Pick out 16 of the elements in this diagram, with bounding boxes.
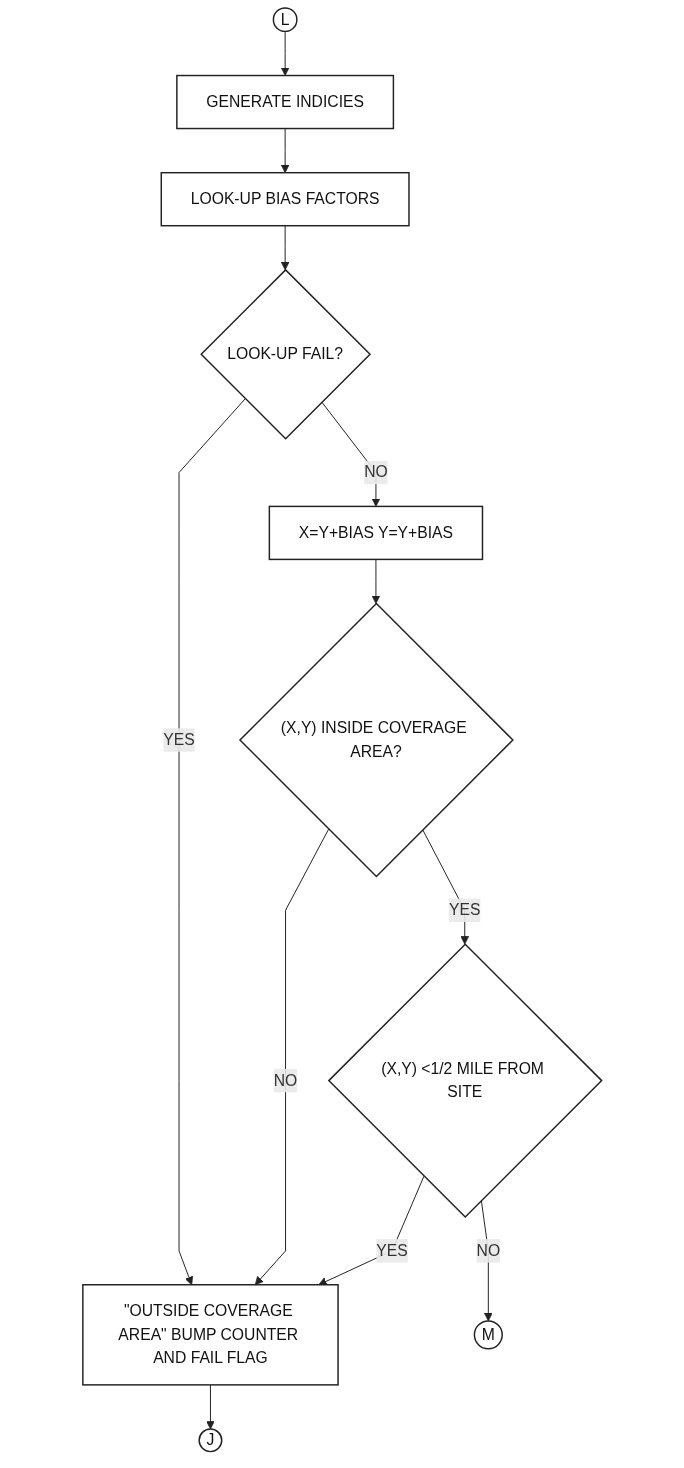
edge-label: NO bbox=[363, 463, 388, 481]
node-diamond: (X,Y) <1/2 MILE FROM SITE bbox=[327, 943, 603, 1219]
node-box: X=Y+BIAS Y=Y+BIAS bbox=[268, 505, 483, 561]
node-circle: M bbox=[473, 1320, 503, 1350]
node-diamond: LOOK-UP FAIL? bbox=[199, 268, 371, 440]
node-circle: L bbox=[272, 7, 298, 33]
node-box: LOOK-UP BIAS FACTORS bbox=[160, 171, 410, 227]
edge-label: NO bbox=[273, 1071, 298, 1089]
edge-label: YES bbox=[376, 1242, 408, 1259]
node-circle: J bbox=[198, 1428, 223, 1453]
node-diamond: (X,Y) INSIDE COVERAGE AREA? bbox=[238, 602, 514, 878]
edge-label: YES bbox=[163, 731, 195, 748]
edge-label: YES bbox=[448, 901, 481, 919]
node-box: GENERATE INDICIES bbox=[175, 74, 394, 130]
edge-label: NO bbox=[476, 1242, 500, 1259]
node-box: "OUTSIDE COVERAGE AREA" BUMP COUNTER AND FAIL FLAG bbox=[81, 1284, 339, 1386]
